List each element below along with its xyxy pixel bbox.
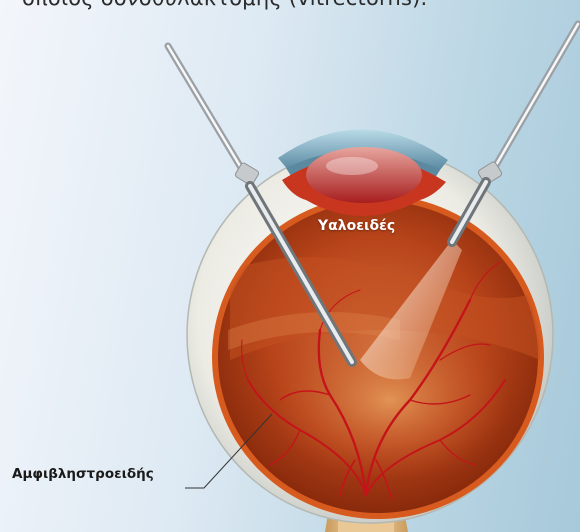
vitreous-label: Υαλοειδές xyxy=(318,218,395,234)
light-pipe xyxy=(452,24,578,242)
retina-label: Αμφιβληστροειδής xyxy=(12,466,154,482)
